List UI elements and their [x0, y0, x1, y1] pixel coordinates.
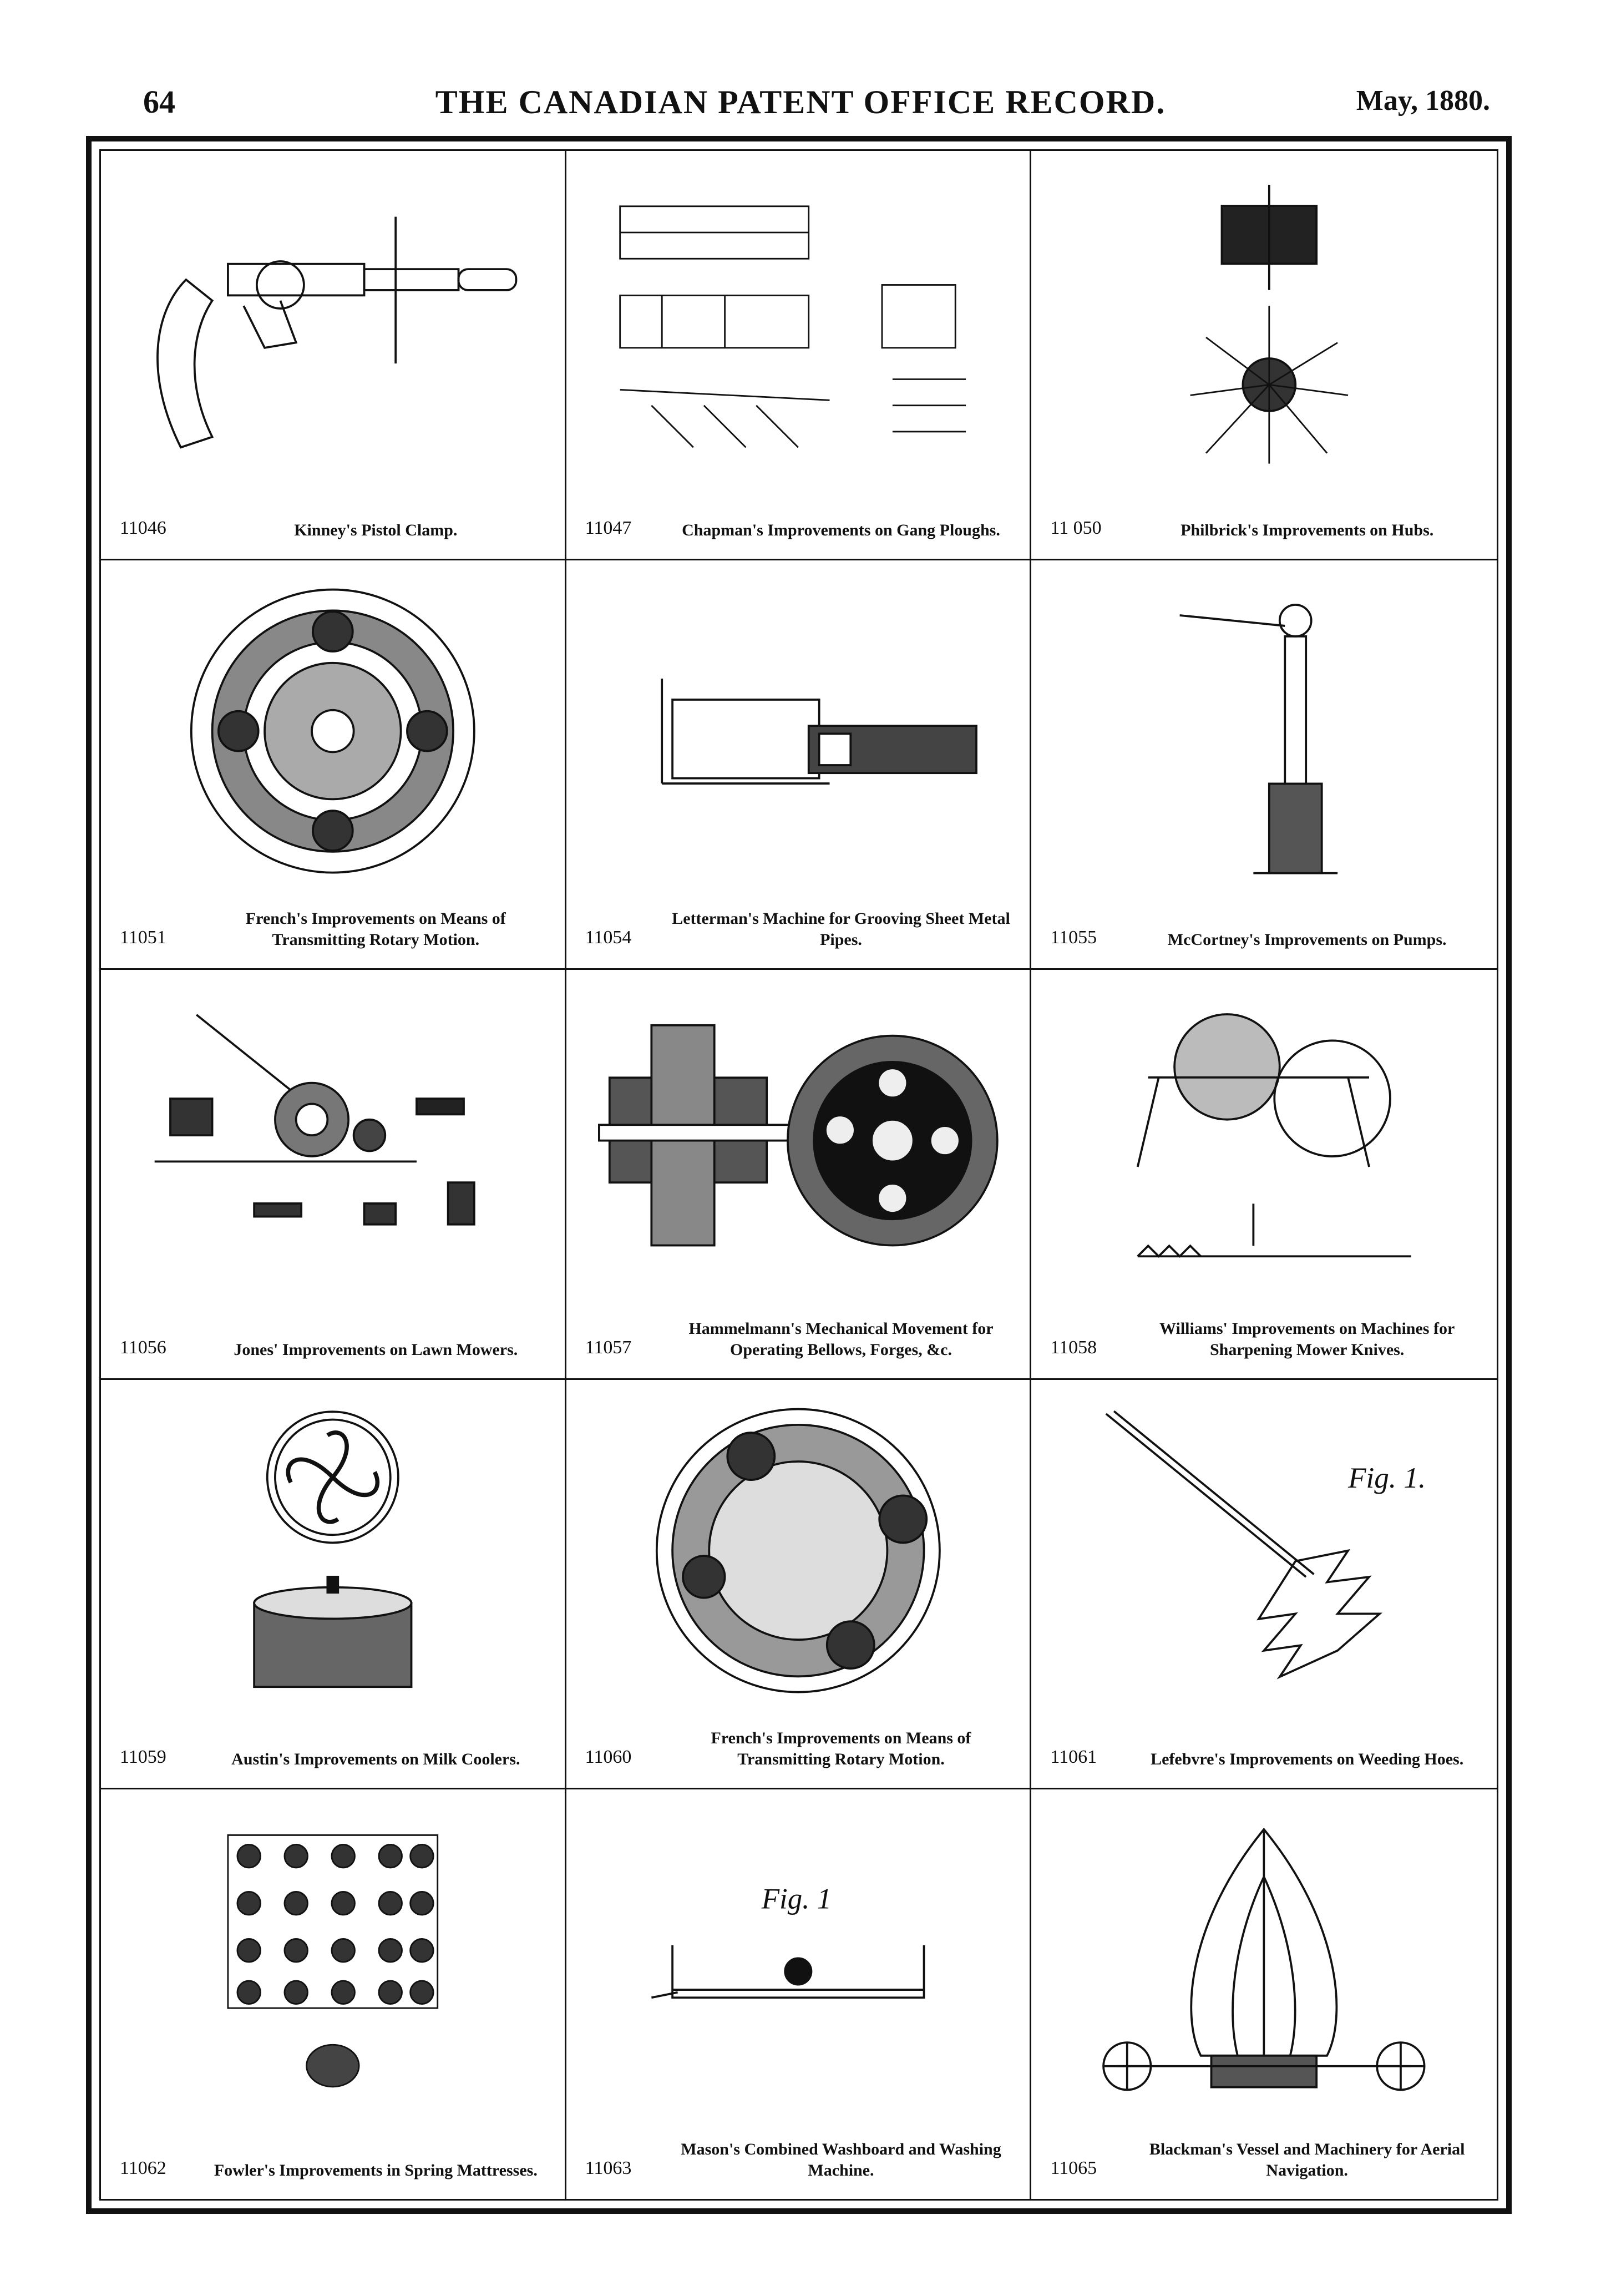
- plate-inner-border: 11046 Kinney's Pistol Clamp.: [99, 149, 1498, 2201]
- patent-caption: 11061 Lefebvre's Improvements on Weeding…: [1042, 1709, 1486, 1776]
- patent-caption: 11057 Hammelmann's Mechanical Movement f…: [577, 1299, 1019, 1366]
- patent-caption: 11062 Fowler's Improvements in Spring Ma…: [112, 2120, 554, 2187]
- washboard-drawing: Fig. 1: [589, 1806, 1008, 2116]
- patent-caption: 11054 Letterman's Machine for Grooving S…: [577, 889, 1019, 956]
- patent-cell: 11056 Jones' Improvements on Lawn Mowers…: [101, 970, 566, 1380]
- patent-cell: 11060 French's Improvements on Means of …: [566, 1379, 1032, 1789]
- patent-caption: 11058 Williams' Improvements on Machines…: [1042, 1299, 1486, 1366]
- patent-title: Chapman's Improvements on Gang Ploughs.: [682, 521, 1000, 540]
- patent-title: Williams' Improvements on Machines for S…: [1159, 1319, 1455, 1359]
- spring-mattress-drawing: [123, 1806, 543, 2116]
- patent-plate: 11046 Kinney's Pistol Clamp.: [86, 136, 1512, 2214]
- patent-caption: 11059 Austin's Improvements on Milk Cool…: [112, 1709, 554, 1776]
- patent-number: 11065: [1050, 2158, 1097, 2178]
- patent-caption: 11065 Blackman's Vessel and Machinery fo…: [1042, 2120, 1486, 2187]
- patent-number: 11061: [1050, 1746, 1097, 1767]
- patent-caption: 11046 Kinney's Pistol Clamp.: [112, 480, 554, 547]
- hub-drawing: [1053, 168, 1475, 476]
- pump-drawing: [1053, 577, 1475, 885]
- rotary-motion-drawing: [123, 577, 543, 885]
- patent-title: Blackman's Vessel and Machinery for Aeri…: [1149, 2140, 1465, 2179]
- issue-date: May, 1880.: [1356, 85, 1490, 117]
- patent-title: French's Improvements on Means of Transm…: [711, 1728, 971, 1768]
- patent-number: 11056: [120, 1337, 166, 1358]
- patent-cell: 11058 Williams' Improvements on Machines…: [1031, 970, 1497, 1380]
- lawn-mower-drawing: [123, 987, 543, 1294]
- patent-caption: 11056 Jones' Improvements on Lawn Mowers…: [112, 1299, 554, 1366]
- bellows-movement-drawing: [589, 987, 1008, 1294]
- patent-number: 11046: [120, 518, 166, 539]
- patent-number: 11063: [585, 2158, 632, 2178]
- patent-cell: 11 050 Philbrick's Improvements on Hubs.: [1031, 151, 1497, 561]
- patent-title: Letterman's Machine for Grooving Sheet M…: [672, 909, 1010, 949]
- hoe-fig-label: Fig. 1.: [1347, 1461, 1426, 1494]
- patent-number: 11054: [585, 927, 632, 948]
- patent-title: McCortney's Improvements on Pumps.: [1167, 930, 1447, 949]
- patent-number: 11047: [585, 518, 632, 539]
- journal-title: THE CANADIAN PATENT OFFICE RECORD.: [435, 84, 1166, 120]
- patent-caption: 11060 French's Improvements on Means of …: [577, 1709, 1019, 1776]
- patent-title: Jones' Improvements on Lawn Mowers.: [234, 1340, 518, 1359]
- patent-cell: 11057 Hammelmann's Mechanical Movement f…: [566, 970, 1032, 1380]
- patent-title: Kinney's Pistol Clamp.: [294, 521, 458, 540]
- patent-cell: Fig. 1. 11061 Lefebvre's Improvements on…: [1031, 1380, 1497, 1789]
- patent-cell: 11065 Blackman's Vessel and Machinery fo…: [1031, 1789, 1497, 2199]
- gang-plough-drawing: [589, 168, 1008, 476]
- patent-title: French's Improvements on Means of Transm…: [245, 909, 506, 949]
- patent-number: 11058: [1050, 1337, 1097, 1358]
- patent-caption: 11063 Mason's Combined Washboard and Was…: [577, 2120, 1019, 2187]
- patent-cell: 11059 Austin's Improvements on Milk Cool…: [101, 1379, 566, 1789]
- weeding-hoe-drawing: Fig. 1.: [1053, 1397, 1475, 1705]
- patent-cell: 11054 Letterman's Machine for Grooving S…: [566, 560, 1032, 970]
- patent-cell: 11047 Chapman's Improvements on Gang Plo…: [566, 151, 1032, 561]
- patent-caption: 11051 French's Improvements on Means of …: [112, 889, 554, 956]
- patent-number: 11051: [120, 927, 166, 948]
- knife-sharpener-drawing: [1053, 987, 1475, 1294]
- patent-title: Lefebvre's Improvements on Weeding Hoes.: [1151, 1749, 1464, 1768]
- patent-title: Fowler's Improvements in Spring Mattress…: [214, 2161, 538, 2179]
- rotary-motion-drawing-2: [589, 1397, 1008, 1705]
- patent-cell: Fig. 1 11063 Mason's Combined Washboard …: [566, 1789, 1032, 2199]
- milk-cooler-drawing: [123, 1397, 543, 1705]
- patent-title: Philbrick's Improvements on Hubs.: [1181, 521, 1434, 540]
- patent-grid: 11046 Kinney's Pistol Clamp.: [101, 151, 1497, 2199]
- patent-caption: 11 050 Philbrick's Improvements on Hubs.: [1042, 480, 1486, 547]
- patent-cell: 11051 French's Improvements on Means of …: [101, 560, 566, 970]
- patent-title: Hammelmann's Mechanical Movement for Ope…: [688, 1319, 994, 1359]
- pistol-clamp-drawing: [123, 168, 543, 476]
- page-number: 64: [143, 84, 175, 120]
- aerial-vessel-drawing: [1053, 1806, 1475, 2116]
- patent-title: Mason's Combined Washboard and Washing M…: [681, 2140, 1001, 2179]
- patent-number: 11057: [585, 1337, 632, 1358]
- patent-number: 11059: [120, 1746, 166, 1767]
- washboard-fig-label: Fig. 1: [761, 1883, 831, 1915]
- patent-number: 11 050: [1050, 518, 1102, 539]
- patent-cell: 11046 Kinney's Pistol Clamp.: [101, 151, 566, 561]
- page-header: 64 THE CANADIAN PATENT OFFICE RECORD. Ma…: [0, 83, 1601, 144]
- patent-number: 11060: [585, 1746, 632, 1767]
- patent-caption: 11047 Chapman's Improvements on Gang Plo…: [577, 480, 1019, 547]
- patent-caption: 11055 McCortney's Improvements on Pumps.: [1042, 889, 1486, 956]
- patent-number: 11055: [1050, 927, 1097, 948]
- patent-cell: 11055 McCortney's Improvements on Pumps.: [1031, 560, 1497, 970]
- patent-number: 11062: [120, 2158, 166, 2178]
- patent-title: Austin's Improvements on Milk Coolers.: [231, 1749, 520, 1768]
- grooving-machine-drawing: [589, 577, 1008, 885]
- patent-cell: 11062 Fowler's Improvements in Spring Ma…: [101, 1789, 566, 2199]
